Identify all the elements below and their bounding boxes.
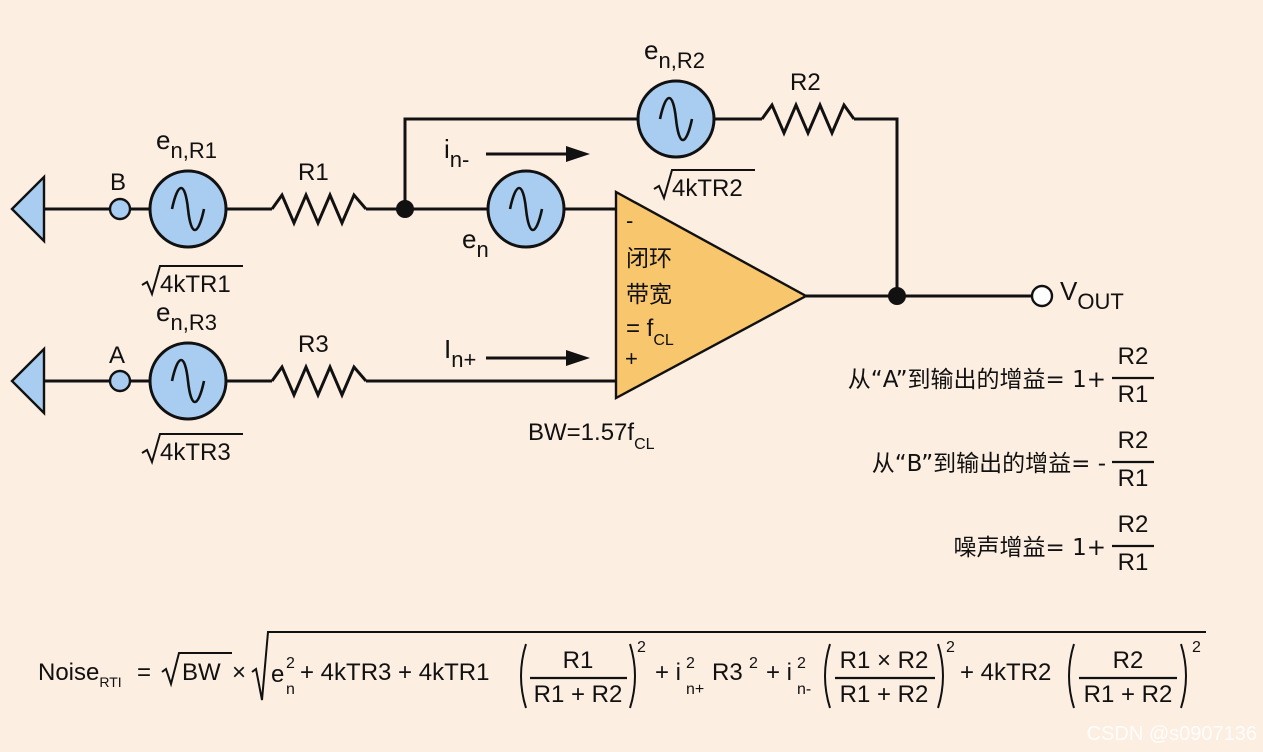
noise-source-en (486, 169, 566, 249)
svg-text:n: n (286, 681, 295, 698)
svg-text:4kTR2: 4kTR2 (672, 175, 743, 202)
current-arrow-in-plus (486, 350, 590, 366)
svg-text:2: 2 (637, 639, 646, 656)
noise-rti-formula: NoiseRTI = BW × e 2 n + 4kTR3 + 4kTR1 R1… (38, 631, 1206, 709)
svg-text:R1: R1 (1118, 549, 1149, 576)
noise-gain: 噪声增益= 1+ R2 R1 (954, 511, 1154, 576)
svg-text:NoiseRTI: NoiseRTI (38, 659, 122, 690)
svg-text:n+: n+ (686, 681, 704, 698)
opamp-label-line1: 闭环 (626, 246, 672, 272)
opamp-minus-sign: - (626, 208, 633, 233)
terminal-vout (1030, 284, 1054, 308)
svg-text:R1: R1 (563, 647, 594, 674)
label-sqrt-4ktr3: 4kTR3 (141, 433, 243, 466)
svg-text:R1 + R2: R1 + R2 (1084, 681, 1173, 708)
svg-text:2: 2 (686, 655, 695, 672)
svg-text:2: 2 (797, 655, 806, 672)
svg-text:从“A”到输出的增益= 1+: 从“A”到输出的增益= 1+ (848, 367, 1106, 393)
junction-node-inverting (396, 200, 414, 218)
label-r1: R1 (298, 159, 329, 186)
opamp-plus-sign: + (625, 346, 638, 371)
svg-text:R2: R2 (1113, 647, 1144, 674)
svg-text:×: × (232, 659, 246, 686)
gain-from-b: 从“B”到输出的增益= - R2 R1 (872, 427, 1154, 492)
terminal-b (108, 197, 132, 221)
label-sqrt-4ktr2: 4kTR2 (653, 169, 755, 202)
svg-text:=: = (137, 659, 151, 686)
node-label-b: B (110, 169, 126, 196)
label-en-r1: en,R1 (156, 125, 217, 163)
svg-text:R1: R1 (1118, 465, 1149, 492)
reference-triangle-b (10, 174, 46, 244)
reference-triangle-a (10, 346, 46, 416)
label-bw: BW=1.57fCL (528, 419, 655, 453)
watermark: CSDN @s0907136 (1087, 723, 1257, 745)
label-r2: R2 (790, 69, 821, 96)
svg-text:+ 4kTR3 + 4kTR1: + 4kTR3 + 4kTR1 (300, 659, 489, 686)
svg-text:R1 + R2: R1 + R2 (840, 681, 929, 708)
resistor-r1 (270, 191, 368, 227)
svg-text:2: 2 (749, 655, 758, 672)
svg-text:BW: BW (182, 659, 221, 686)
node-label-a: A (109, 342, 125, 369)
label-r3: R3 (298, 331, 329, 358)
svg-text:R2: R2 (1118, 511, 1149, 538)
terminal-a (108, 369, 132, 393)
svg-text:R1: R1 (1118, 381, 1149, 408)
svg-text:2: 2 (946, 639, 955, 656)
noise-source-en-r2 (636, 79, 716, 159)
svg-text:噪声增益= 1+: 噪声增益= 1+ (954, 535, 1107, 561)
svg-text:R2: R2 (1118, 427, 1149, 454)
junction-node-output (888, 287, 906, 305)
resistor-r2 (760, 101, 856, 137)
current-arrow-in-minus (486, 146, 590, 162)
label-sqrt-4ktr1: 4kTR1 (141, 265, 243, 298)
label-en-r2: en,R2 (644, 35, 705, 73)
svg-text:+ 4kTR2: + 4kTR2 (960, 659, 1051, 686)
svg-text:R2: R2 (1118, 343, 1149, 370)
svg-text:+ i: + i (766, 659, 792, 686)
label-en: en (462, 224, 489, 262)
svg-text:R3: R3 (712, 659, 743, 686)
svg-text:R1 + R2: R1 + R2 (534, 681, 623, 708)
op-amp (614, 189, 809, 401)
svg-text:从“B”到输出的增益= -: 从“B”到输出的增益= - (872, 451, 1106, 477)
label-en-r3: en,R3 (156, 297, 217, 335)
svg-text:4kTR1: 4kTR1 (160, 271, 231, 298)
label-in-plus: In+ (444, 334, 476, 372)
svg-text:2: 2 (286, 655, 295, 672)
resistor-r3 (270, 363, 368, 399)
svg-text:n-: n- (797, 681, 811, 698)
opamp-label-line2: 带宽 (626, 282, 672, 308)
gain-from-a: 从“A”到输出的增益= 1+ R2 R1 (848, 343, 1154, 408)
svg-text:2: 2 (1192, 639, 1201, 656)
svg-text:4kTR3: 4kTR3 (160, 439, 231, 466)
svg-text:e: e (271, 661, 284, 688)
label-vout: VOUT (1060, 276, 1124, 314)
svg-text:+ i: + i (655, 659, 681, 686)
noise-source-en-r3 (148, 341, 228, 421)
wires (44, 117, 1032, 383)
opamp-label-line3: = fCL (626, 315, 674, 349)
label-in-minus: in- (444, 134, 469, 172)
svg-text:R1 × R2: R1 × R2 (840, 647, 929, 674)
noise-source-en-r1 (148, 169, 228, 249)
